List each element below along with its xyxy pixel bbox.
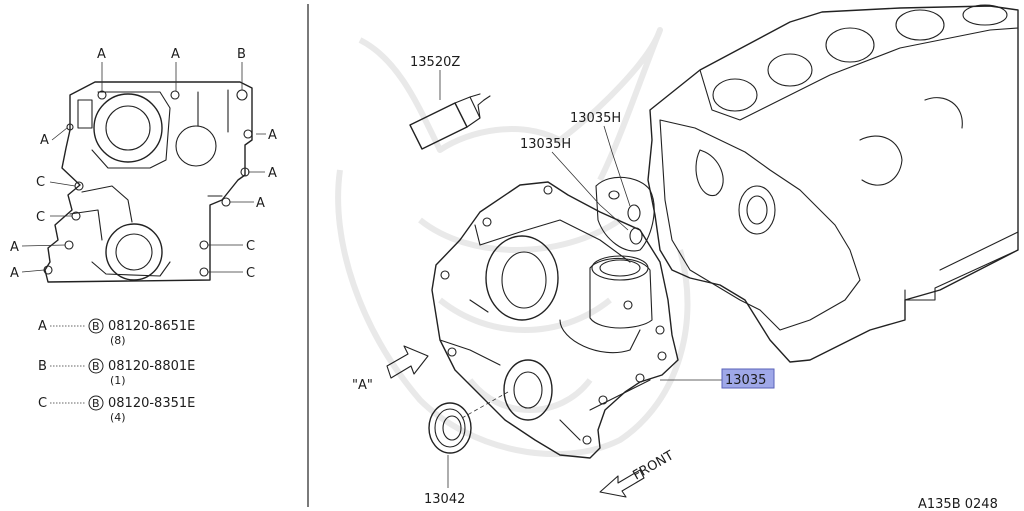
- callout-13035h-lower[interactable]: 13035H: [520, 137, 571, 152]
- letter-a-left-1: A: [40, 133, 49, 148]
- letter-a-top-2: A: [171, 47, 180, 62]
- bolt-legend: A B 08120-8651E (8) B B 08120-8801E (1) …: [38, 318, 195, 424]
- letter-a-right-3: A: [256, 196, 265, 211]
- legend-letter-b: B: [38, 359, 47, 374]
- callout-leaders: [439, 70, 722, 488]
- legend-qty-c: (4): [110, 411, 126, 424]
- callout-13035[interactable]: 13035: [725, 373, 766, 388]
- watermark-emblem: [335, 27, 691, 458]
- letter-c-left-2: C: [36, 210, 45, 225]
- diagram-code: A135B 0248: [918, 497, 998, 511]
- letter-a-top-1: A: [97, 47, 106, 62]
- legend-qty-a: (8): [110, 334, 126, 347]
- callout-13035h-upper[interactable]: 13035H: [570, 111, 621, 126]
- cover-front-view: [21, 62, 266, 283]
- front-arrow: [599, 469, 645, 498]
- letter-c-right-1: C: [246, 239, 255, 254]
- view-a-arrow: [386, 345, 429, 379]
- legend-badge-c: B: [92, 397, 100, 410]
- legend-part-a: 08120-8651E: [108, 319, 195, 334]
- crank-oil-seal: [428, 391, 509, 454]
- letter-b-top: B: [237, 47, 246, 62]
- callout-13042[interactable]: 13042: [424, 492, 465, 507]
- legend-letter-c: C: [38, 396, 47, 411]
- letter-c-left-1: C: [36, 175, 45, 190]
- legend-part-c: 08120-8351E: [108, 396, 195, 411]
- letter-a-right-1: A: [268, 128, 277, 143]
- legend-badge-a: B: [92, 320, 100, 333]
- legend-letter-a: A: [38, 319, 47, 334]
- letter-c-right-2: C: [246, 266, 255, 281]
- letter-a-left-2: A: [10, 240, 19, 255]
- callout-13520z[interactable]: 13520Z: [410, 55, 460, 70]
- letter-a-left-3: A: [10, 266, 19, 281]
- legend-part-b: 08120-8801E: [108, 359, 195, 374]
- sealant-tube: [409, 93, 491, 150]
- legend-badge-b: B: [92, 360, 100, 373]
- letter-a-right-2: A: [268, 166, 277, 181]
- engine-block: [647, 4, 1019, 363]
- timing-cover: [431, 181, 679, 459]
- callout-13035-highlight: [721, 368, 775, 389]
- front-label: FRONT: [631, 448, 677, 483]
- view-a-label: "A": [352, 378, 373, 393]
- legend-qty-b: (1): [110, 374, 126, 387]
- front-cover-gasket: [595, 176, 655, 252]
